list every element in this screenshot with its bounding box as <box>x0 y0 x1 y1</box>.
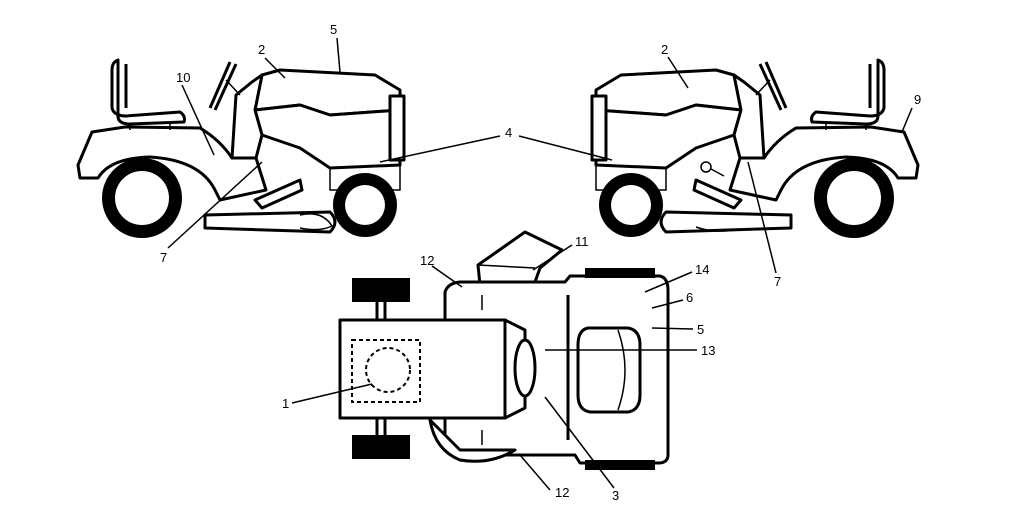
callout-2-right: 2 <box>661 42 668 57</box>
left-rear-fender <box>76 125 268 202</box>
top-rear-tire-top <box>585 268 655 278</box>
callout-12-top: 12 <box>420 253 434 268</box>
callout-13: 13 <box>701 343 715 358</box>
right-seat <box>810 58 886 126</box>
callout-2-left: 2 <box>258 42 265 57</box>
right-steering-wheel <box>758 61 788 111</box>
top-discharge-chute <box>476 230 564 287</box>
callout-9: 9 <box>914 92 921 107</box>
top-view <box>338 230 670 470</box>
left-side-view <box>76 58 406 238</box>
top-rear-tire-bottom <box>585 460 655 470</box>
left-grille <box>388 94 406 162</box>
left-mower-deck <box>203 210 337 234</box>
top-front-tire-top <box>352 278 410 302</box>
callout-11: 11 <box>575 234 589 249</box>
top-engine-outline <box>351 339 421 403</box>
left-seat <box>110 58 186 126</box>
right-side-view <box>590 58 920 238</box>
top-front-tire-bottom <box>352 435 410 459</box>
leader-lines <box>167 37 913 491</box>
callout-14: 14 <box>695 262 709 277</box>
callout-1: 1 <box>282 396 289 411</box>
left-front-body <box>253 103 402 170</box>
callout-6: 6 <box>686 290 693 305</box>
callout-labels: 2 5 10 4 7 2 9 7 11 12 14 6 5 13 1 12 3 <box>160 22 921 503</box>
left-steering-wheel <box>208 61 238 111</box>
right-mower-deck <box>659 210 793 234</box>
right-key-icon <box>700 161 712 173</box>
left-dash <box>230 73 264 160</box>
callout-10: 10 <box>176 70 190 85</box>
right-front-body <box>594 103 743 170</box>
callout-4: 4 <box>505 125 512 140</box>
callout-7-left: 7 <box>160 250 167 265</box>
right-grille <box>590 94 608 162</box>
callout-3: 3 <box>612 488 619 503</box>
callout-5-side: 5 <box>697 322 704 337</box>
callout-5-top: 5 <box>330 22 337 37</box>
top-steering-wheel <box>513 338 537 398</box>
callout-7-right: 7 <box>774 274 781 289</box>
top-seat <box>576 326 642 414</box>
callout-12-bottom: 12 <box>555 485 569 500</box>
top-hood <box>338 318 507 420</box>
right-dash <box>732 73 766 160</box>
right-rear-fender <box>728 125 920 202</box>
